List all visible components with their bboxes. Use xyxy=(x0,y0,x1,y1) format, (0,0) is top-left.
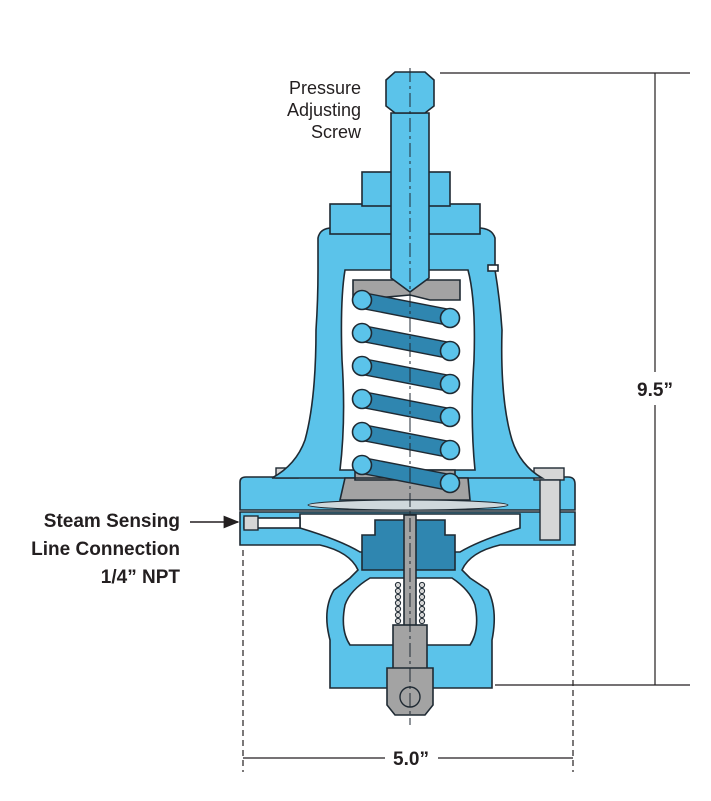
stem-spring-coil xyxy=(394,605,402,613)
sensing-label-line3: 1/4” NPT xyxy=(101,567,181,588)
spring-coil-section xyxy=(439,307,461,329)
width-dimension: 5.0” xyxy=(242,550,574,772)
spring-coil-section xyxy=(439,373,461,395)
stem-spring-coil xyxy=(394,581,402,589)
stem-spring-coil xyxy=(418,593,426,601)
spring-coil-section xyxy=(351,421,373,443)
stem-spring-coil xyxy=(394,599,402,607)
valve-stem-assembly xyxy=(361,514,456,716)
screw-hex-head xyxy=(385,71,435,114)
spring xyxy=(351,289,461,494)
screw-callout: Pressure Adjusting Screw xyxy=(287,78,362,142)
width-label: 5.0” xyxy=(393,749,429,770)
stem-spring-coil xyxy=(418,587,426,595)
stem-spring-coil xyxy=(394,587,402,595)
spring-coil-section xyxy=(439,406,461,428)
bolt-shank xyxy=(539,479,561,541)
sensing-callout: Steam Sensing Line Connection 1/4” NPT xyxy=(31,511,240,588)
spring-coil-section xyxy=(439,340,461,362)
stem-spring-coil xyxy=(394,593,402,601)
sensing-label-line1: Steam Sensing xyxy=(44,511,180,532)
height-dimension: 9.5” xyxy=(440,72,690,686)
stem-spring-coil xyxy=(394,611,402,619)
stem-spring-coil xyxy=(418,611,426,619)
screw-label-line2: Adjusting xyxy=(287,100,361,120)
spring-coil-section xyxy=(351,388,373,410)
spring-coil-section xyxy=(439,439,461,461)
spring-coil-section xyxy=(351,289,373,311)
stem-spring-coil xyxy=(418,605,426,613)
stem-spring-coil xyxy=(418,599,426,607)
height-label: 9.5” xyxy=(637,380,673,401)
spring-coil-section xyxy=(351,355,373,377)
stem-spring-coil xyxy=(394,617,402,625)
diaphragm xyxy=(307,499,509,511)
screw-label-line1: Pressure xyxy=(289,78,361,98)
screw-label-line3: Screw xyxy=(311,122,362,142)
sensing-label-line2: Line Connection xyxy=(31,539,180,560)
spring-coil-section xyxy=(351,322,373,344)
spring-coil-section xyxy=(351,454,373,476)
spring-coil-section xyxy=(439,472,461,494)
stem-spring-coil xyxy=(418,617,426,625)
stem-spring-coil xyxy=(418,581,426,589)
